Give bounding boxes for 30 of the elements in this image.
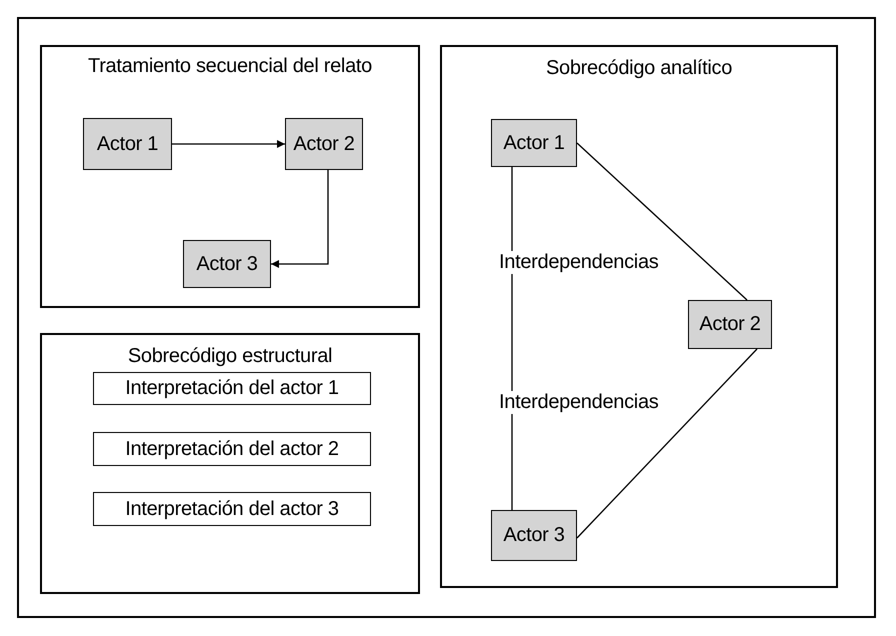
connector <box>271 170 329 268</box>
connector <box>576 142 748 300</box>
panel <box>440 45 838 588</box>
node-label: Actor 1 <box>96 132 158 156</box>
connector <box>576 348 758 538</box>
interpretation-box <box>93 372 371 405</box>
actor-box <box>285 118 363 170</box>
connector <box>172 140 285 148</box>
panel-title: Tratamiento secuencial del relato <box>88 55 372 77</box>
node-label: Interpretación del actor 1 <box>125 377 339 400</box>
node-label: Interpretación del actor 2 <box>125 438 339 460</box>
node-label: Actor 2 <box>699 313 761 336</box>
actor-box <box>491 119 577 167</box>
node-label: Actor 3 <box>503 524 565 547</box>
node-label: Actor 1 <box>503 132 565 154</box>
node-label: Actor 3 <box>196 252 258 276</box>
panel-title: Sobrecódigo estructural <box>128 345 332 367</box>
actor-box <box>183 240 271 288</box>
actor-box <box>491 510 577 561</box>
panel <box>40 45 420 308</box>
node-label: Interpretación del actor 3 <box>125 498 339 520</box>
actor-box <box>688 300 772 349</box>
node-label: Actor 2 <box>293 132 355 156</box>
interpretation-box <box>93 492 371 526</box>
panel-title: Sobrecódigo analítico <box>546 57 732 79</box>
actor-box <box>83 118 172 170</box>
panel <box>40 333 420 594</box>
interpretation-box <box>93 432 371 466</box>
relation-label: Interdependencias <box>498 251 660 274</box>
relation-label: Interdependencias <box>498 391 660 414</box>
